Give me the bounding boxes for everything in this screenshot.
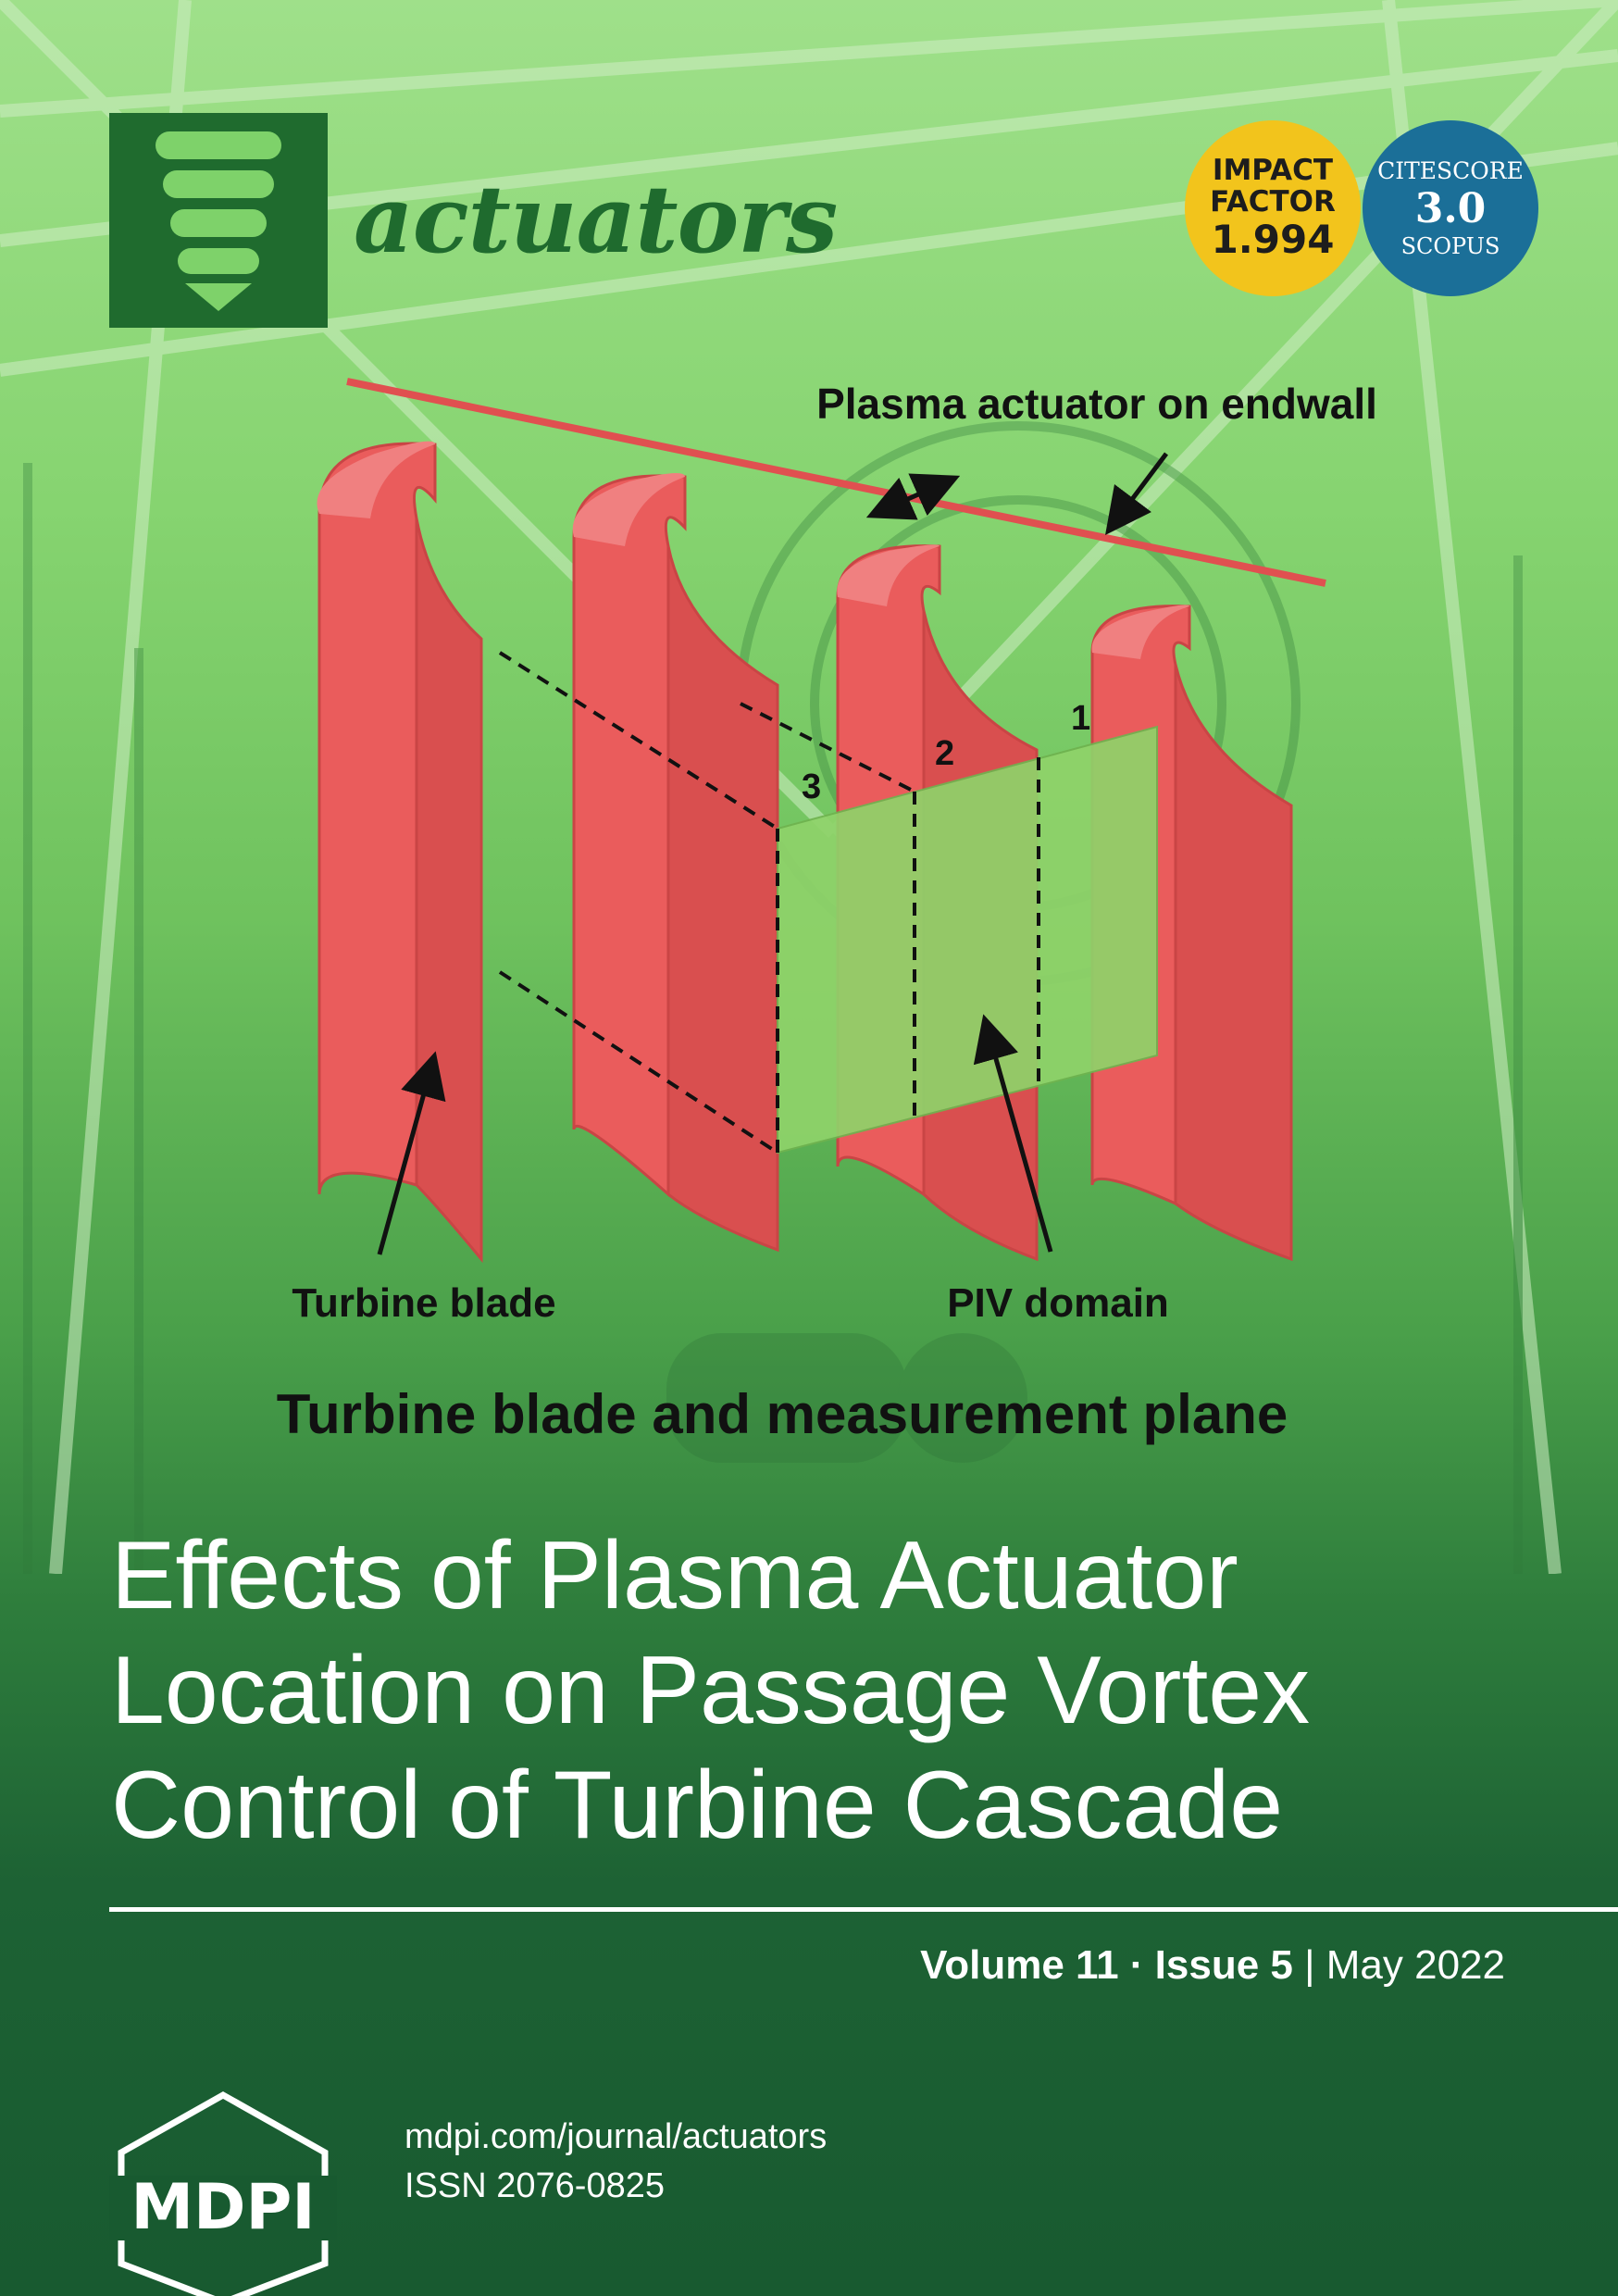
citescore-badge: CITESCORE 3.0 SCOPUS <box>1363 120 1538 296</box>
piv-domain-arrow <box>973 1014 1053 1253</box>
position-label-1: 1 <box>1071 699 1090 738</box>
turbine-blade-arrow <box>377 1051 446 1255</box>
turbine-cascade-figure: Plasma actuator on endwall 1 2 3 Turbine… <box>277 378 1377 1445</box>
position-label-2: 2 <box>935 734 954 773</box>
issue-date: May 2022 <box>1326 1942 1505 1988</box>
journal-url: mdpi.com/journal/actuators <box>404 2117 828 2156</box>
title-line-1: Effects of Plasma Actuator <box>111 1522 1238 1629</box>
endwall-arrow <box>1105 452 1168 535</box>
impact-label-line2: FACTOR <box>1210 185 1336 218</box>
article-title: Effects of Plasma Actuator Location on P… <box>111 1518 1555 1863</box>
plasma-actuator-label: Plasma actuator on endwall <box>816 380 1377 428</box>
issn: ISSN 2076-0825 <box>404 2166 665 2205</box>
issue-info: Volume 11 · Issue 5 | May 2022 <box>920 1942 1505 1988</box>
citescore-value: 3.0 <box>1414 185 1487 232</box>
issue-label: Issue 5 <box>1154 1942 1293 1988</box>
actuators-logo <box>109 113 328 328</box>
mdpi-logo: MDPI <box>109 2090 337 2296</box>
plasma-actuator-line <box>346 378 1326 587</box>
turbine-blade-label: Turbine blade <box>292 1280 555 1326</box>
endwall-double-arrow <box>865 473 961 520</box>
scopus-label: SCOPUS <box>1400 233 1500 259</box>
impact-factor-badge: IMPACT FACTOR 1.994 <box>1185 120 1361 296</box>
citescore-label: CITESCORE <box>1377 157 1524 184</box>
turbine-blade-2 <box>572 473 779 1253</box>
title-line-2: Location on Passage Vortex <box>111 1637 1311 1744</box>
turbine-blade-1 <box>317 441 483 1264</box>
journal-name: actuators <box>354 165 838 274</box>
publisher-name: MDPI <box>131 2171 315 2244</box>
title-line-3: Control of Turbine Cascade <box>111 1752 1284 1859</box>
figure-caption: Turbine blade and measurement plane <box>277 1383 1288 1445</box>
impact-value: 1.994 <box>1211 217 1335 262</box>
position-label-3: 3 <box>802 767 821 806</box>
title-divider <box>109 1907 1618 1912</box>
impact-label-line1: IMPACT <box>1212 154 1334 187</box>
volume-label: Volume 11 <box>920 1942 1119 1988</box>
piv-domain-label: PIV domain <box>947 1280 1169 1326</box>
piv-domain-plane <box>498 651 1158 1154</box>
